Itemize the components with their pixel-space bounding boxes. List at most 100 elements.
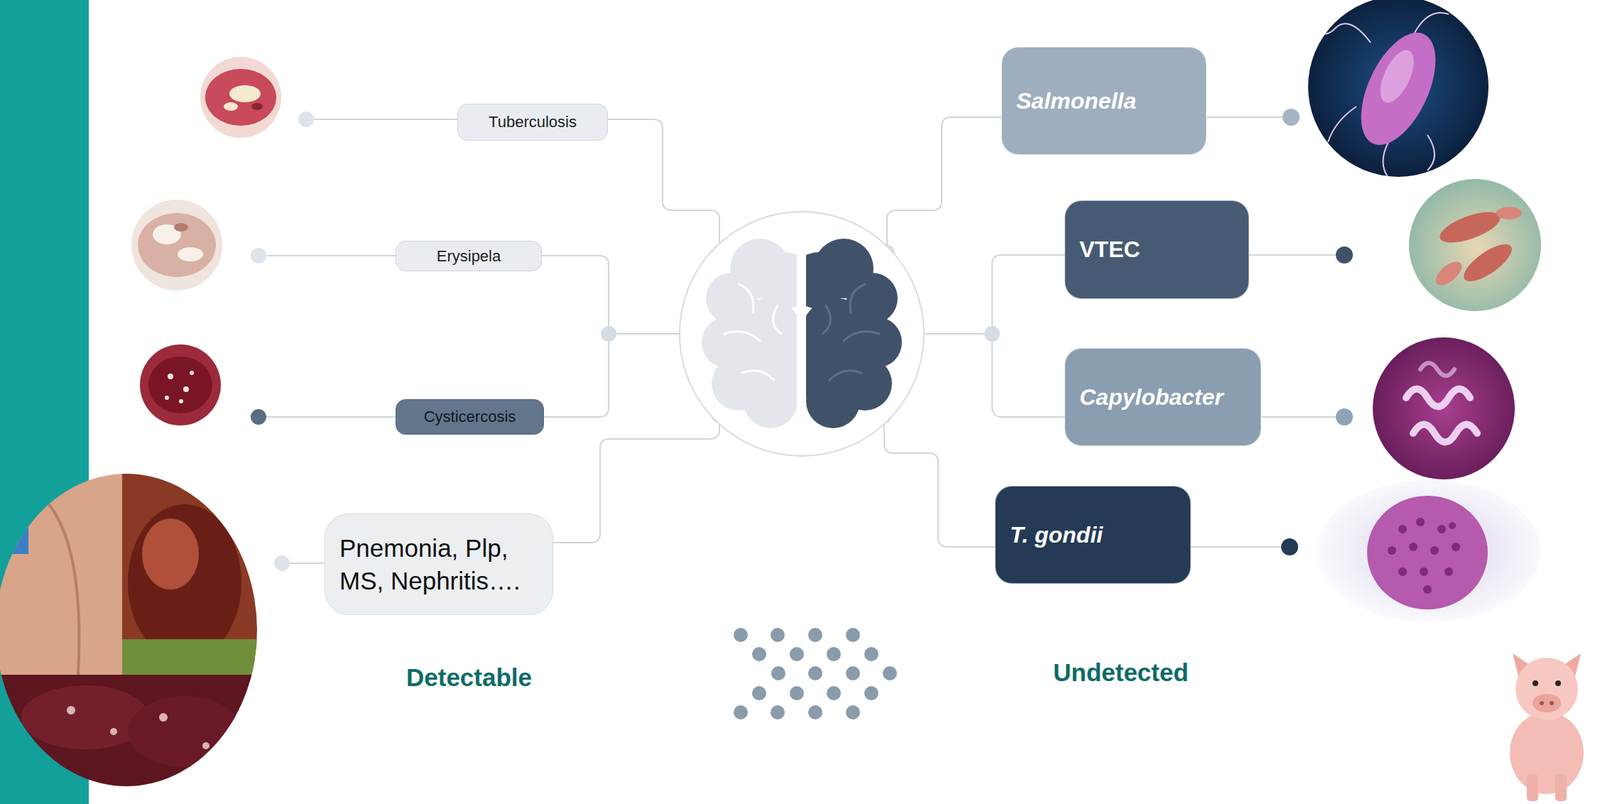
leader-lines: [541, 255, 609, 417]
dot-pattern: [733, 705, 748, 720]
parasite-image: [1313, 475, 1549, 625]
disease-box: Tuberculosis: [457, 103, 608, 141]
parasite-image: [1387, 517, 1461, 594]
connector-dots: [600, 325, 617, 342]
dot-pattern: [808, 666, 823, 681]
lesion-photo: [183, 386, 189, 393]
connector-dots: [1335, 408, 1353, 426]
disease-box: Cysticercosis: [395, 399, 544, 435]
organ-photo: [0, 674, 265, 796]
lesion-photo: [173, 222, 189, 232]
leader-lines: [923, 333, 985, 335]
lesion-photo: [134, 340, 228, 434]
bacteria-image: [1413, 424, 1478, 443]
box-text: Cysticercosis: [423, 407, 517, 427]
organ-photo: [127, 695, 242, 767]
dot-pattern: [789, 646, 804, 662]
lesion-photo: [198, 55, 285, 141]
box-text: Capylobacter: [1079, 384, 1224, 411]
leader-lines: [607, 119, 720, 246]
leader-lines: [551, 423, 720, 543]
bacteria-image: [1370, 333, 1520, 483]
dot-pattern: [733, 627, 897, 720]
lesion-photo: [223, 102, 238, 111]
brain-icon: [829, 370, 862, 380]
leader-lines: [1249, 254, 1337, 256]
parasite-image: [1430, 546, 1439, 555]
pig-figure: [1509, 653, 1584, 802]
bacteria-image: [1496, 206, 1522, 220]
connector-dots: [274, 555, 290, 571]
leader-lines: [289, 562, 325, 564]
pig-figure: [1555, 680, 1561, 687]
lesion-photo: [127, 198, 228, 292]
parasite-image: [1444, 567, 1453, 576]
brain-icon: [738, 284, 754, 313]
parasite-image: [1423, 585, 1432, 594]
bacteria-image: [1373, 45, 1421, 108]
organ-photo: [66, 705, 76, 715]
box-text: Erysipela: [436, 247, 501, 266]
brain-icon: [822, 284, 880, 380]
parasite-image: [1408, 542, 1418, 552]
dot-pattern: [826, 686, 841, 701]
dot-pattern: [733, 627, 748, 642]
dot-pattern: [770, 705, 785, 720]
lesion-photo: [164, 395, 170, 400]
parasite-image: [1437, 524, 1446, 534]
box-text: Tuberculosis: [488, 112, 577, 132]
leader-lines: [992, 254, 1065, 417]
dot-pattern: [864, 646, 879, 662]
parasite-image: [1448, 521, 1456, 530]
parasite-image: [1387, 546, 1397, 555]
brain-icon: [806, 339, 846, 400]
dot-pattern: [845, 666, 861, 681]
bacteria-image: [1435, 205, 1505, 250]
bacteria-image: [1413, 12, 1449, 36]
organ-photo: [142, 518, 199, 590]
bacteria-image: [1370, 333, 1520, 483]
lesion-photo: [167, 373, 174, 380]
lesion-photo: [198, 55, 285, 141]
organ-photo: [122, 468, 265, 682]
lesion-photo: [148, 356, 213, 414]
lesion-photo: [134, 340, 228, 434]
dot-pattern: [845, 705, 861, 720]
brain-icon: [843, 331, 880, 341]
parasite-image: [1398, 567, 1407, 576]
lesion-photo: [205, 68, 277, 126]
pathogen-box: Capylobacter: [1064, 347, 1262, 446]
parasite-image: [1398, 524, 1407, 534]
brain-icon: [724, 284, 782, 380]
brain-icon: [758, 339, 797, 400]
lesion-photo: [127, 198, 228, 292]
brain-icon: [679, 211, 924, 456]
dot-pattern: [845, 627, 861, 642]
connector-dots: [1335, 246, 1353, 264]
bacteria-image: [1406, 177, 1549, 320]
dot-pattern: [882, 666, 897, 681]
leader-lines: [1206, 116, 1284, 118]
disease-box: Erysipela: [395, 240, 542, 272]
parasite-image: [1419, 567, 1429, 576]
dot-pattern: [808, 705, 823, 720]
pig-figure: [1515, 657, 1578, 721]
organ-photo: [0, 468, 128, 682]
box-text: Salmonella: [1016, 88, 1137, 115]
bacteria-image: [1427, 134, 1435, 171]
bacteria-image: [1406, 177, 1549, 320]
disease-box: Pnemonia, Plp, MS, Nephritis….: [324, 513, 554, 616]
bacteria-image: [1328, 106, 1357, 143]
box-text: Pnemonia, Plp, MS, Nephritis….: [339, 531, 539, 597]
lesion-photo: [229, 85, 261, 103]
dot-pattern: [808, 627, 823, 642]
connector-dots: [1282, 108, 1300, 126]
brain-icon: [822, 305, 831, 334]
lesion-photo: [251, 102, 263, 111]
lesion-photo: [178, 399, 184, 404]
organ-photo: [0, 468, 29, 554]
brain-icon: [742, 370, 775, 380]
organ-photo: [127, 504, 242, 661]
